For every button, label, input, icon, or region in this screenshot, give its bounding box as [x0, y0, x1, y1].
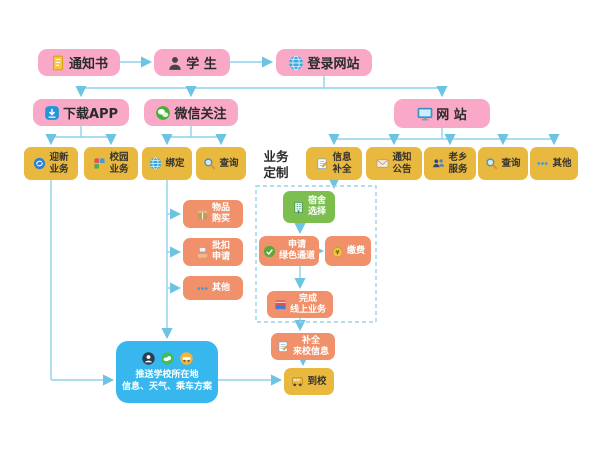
node-pay-label: 缴费: [346, 245, 365, 256]
node-other-middle-label: 其他: [211, 282, 230, 293]
node-download-app-label: 下载APP: [62, 107, 119, 122]
node-arrive-school: 到校: [284, 368, 334, 395]
node-notice-announce-label: 通知 公告: [392, 152, 412, 175]
node-pay: ¥ 缴费: [325, 236, 371, 266]
magnifier-icon: [485, 157, 498, 170]
node-arrive-school-label: 到校: [307, 375, 327, 387]
node-green-channel: 申请 绿色通道: [259, 236, 319, 266]
node-campus-business: 校园 业务: [84, 147, 138, 180]
globe-icon: [149, 157, 162, 170]
node-other-web-label: 其他: [552, 157, 572, 169]
node-info-complete-label: 信息 补全: [332, 152, 352, 175]
node-complete-arrival-info: 补全 来校信息: [271, 333, 335, 360]
node-finish-online-label: 完成 线上业务: [289, 293, 326, 315]
bus-icon: [291, 375, 304, 388]
node-push-info-label: 推送学校所在地 信息、天气、乘车方案: [121, 369, 212, 392]
label-business-custom: 业务 定制: [263, 149, 289, 181]
magnifier-icon: [203, 157, 216, 170]
package-icon: [196, 208, 209, 221]
node-query-wechat: 查询: [196, 147, 246, 180]
person-circle-icon: [141, 351, 156, 366]
node-finish-online: 完成 线上业务: [267, 291, 333, 318]
node-push-info: 推送学校所在地 信息、天气、乘车方案: [116, 341, 218, 403]
envelope-icon: [376, 157, 389, 170]
globe-icon: [288, 55, 304, 71]
app-download-icon: [44, 105, 60, 121]
node-query-web-label: 查询: [501, 157, 521, 169]
student-icon: [167, 55, 183, 71]
welcome-service-icon: [33, 157, 46, 170]
node-dorm-select: 宿舍 选择: [283, 191, 335, 223]
monitor-icon: [417, 106, 433, 122]
node-login-website: 登录网站: [276, 49, 372, 76]
business-custom-dashed-group: [255, 185, 377, 323]
node-item-purchase-label: 物品 购买: [211, 203, 230, 224]
ellipsis-icon: [196, 282, 209, 295]
node-dorm-select-label: 宿舍 选择: [307, 196, 326, 217]
campus-service-icon: [93, 157, 106, 170]
hand-card-icon: [196, 246, 209, 259]
node-complete-arrival-info-label: 补全 来校信息: [292, 335, 329, 357]
weather-cloud-icon: [160, 351, 175, 366]
form-edit-icon: [277, 340, 290, 353]
node-website-label: 网 站: [436, 108, 467, 123]
node-query-wechat-label: 查询: [219, 157, 239, 169]
node-query-web: 查询: [478, 147, 528, 180]
node-bind-label: 绑定: [165, 157, 185, 169]
node-notice: 通知书: [38, 49, 120, 76]
node-green-channel-label: 申请 绿色通道: [278, 240, 315, 261]
node-hometown-service-label: 老乡 服务: [448, 152, 468, 175]
ellipsis-icon: [536, 157, 549, 170]
node-welcome-business: 迎新 业务: [24, 147, 78, 180]
node-student-label: 学 生: [186, 57, 217, 72]
node-wechat-label: 微信关注: [174, 107, 227, 122]
node-campus-business-label: 校园 业务: [109, 152, 129, 175]
node-hometown-service: 老乡 服务: [424, 147, 476, 180]
node-batch-deduct-label: 批扣 申请: [211, 241, 230, 262]
node-welcome-business-label: 迎新 业务: [49, 152, 69, 175]
check-icon: [263, 245, 276, 258]
car-circle-icon: [179, 351, 194, 366]
card-icon: [274, 298, 287, 311]
moneybag-icon: ¥: [331, 245, 344, 258]
svg-text:¥: ¥: [335, 249, 340, 256]
node-batch-deduct: 批扣 申请: [183, 238, 243, 266]
node-item-purchase: 物品 购买: [183, 200, 243, 228]
building-icon: [292, 201, 305, 214]
node-download-app: 下载APP: [33, 99, 129, 126]
form-edit-icon: [316, 157, 329, 170]
push-icons-row: [141, 351, 194, 366]
node-notice-label: 通知书: [68, 57, 108, 72]
document-icon: [50, 55, 66, 71]
node-info-complete: 信息 补全: [306, 147, 362, 180]
node-notice-announce: 通知 公告: [366, 147, 422, 180]
node-other-middle: 其他: [183, 276, 243, 300]
node-wechat-follow: 微信关注: [144, 99, 238, 126]
node-student: 学 生: [154, 49, 230, 76]
node-login-label: 登录网站: [307, 57, 360, 72]
node-website: 网 站: [394, 99, 490, 128]
wechat-icon: [155, 105, 171, 121]
node-other-web: 其他: [530, 147, 578, 180]
people-icon: [432, 157, 445, 170]
node-bind: 绑定: [142, 147, 192, 180]
